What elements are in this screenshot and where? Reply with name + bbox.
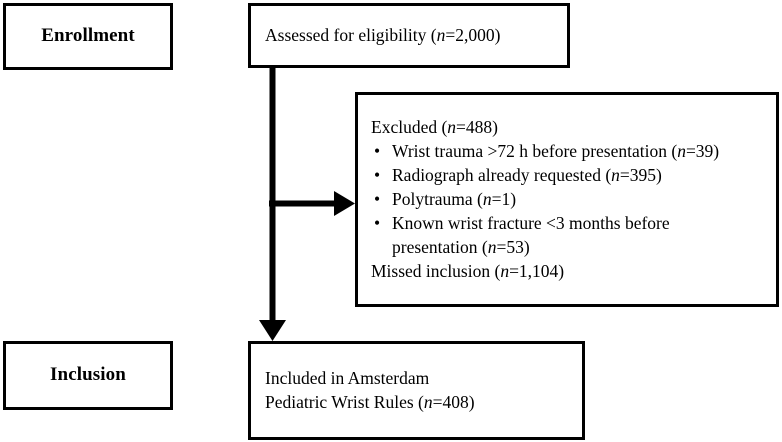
assessed-for-eligibility-text: Assessed for eligibility (n=2,000) (265, 23, 500, 47)
included-line-2-prefix: Pediatric Wrist Rules ( (265, 392, 424, 412)
excluded-item-3-line1: Known wrist fracture <3 months before (392, 213, 670, 233)
box-excluded: Excluded (n=488) •Wrist trauma >72 h bef… (355, 92, 779, 307)
bullet-icon: • (374, 213, 381, 233)
assessed-n-symbol: n (436, 25, 446, 45)
excluded-heading-prefix: Excluded ( (371, 117, 448, 137)
excluded-item-2-prefix: Polytrauma ( (392, 189, 483, 209)
stage-label-inclusion: Inclusion (50, 364, 126, 386)
stage-box-enrollment: Enrollment (3, 3, 173, 70)
bullet-icon: • (374, 141, 381, 161)
stage-label-enrollment: Enrollment (41, 25, 135, 47)
excluded-item-2-suffix: =1) (491, 189, 517, 209)
included-line-2-suffix: =408) (432, 392, 475, 412)
excluded-footer-n-symbol: n (500, 261, 510, 281)
included-line-1: Included in Amsterdam (265, 368, 430, 388)
excluded-item-3-line2-prefix: presentation ( (392, 237, 488, 257)
arrow-down-to-included (259, 320, 286, 341)
excluded-item-1-prefix: Radiograph already requested ( (392, 165, 612, 185)
excluded-item-3-n-symbol: n (487, 237, 497, 257)
list-item: • Polytrauma (n=1) (371, 187, 719, 211)
excluded-item-0-n-symbol: n (677, 141, 686, 161)
bullet-icon: • (374, 165, 381, 185)
excluded-reason-list: • Wrist trauma >72 h before presentation … (371, 139, 719, 259)
excluded-footer-suffix: =1,104) (509, 261, 565, 281)
list-item: • Wrist trauma >72 h before presentation … (371, 139, 719, 163)
box-included: Included in Amsterdam Pediatric Wrist Ru… (248, 341, 585, 440)
excluded-item-2-n-symbol: n (482, 189, 492, 209)
box-assessed-for-eligibility: Assessed for eligibility (n=2,000) (248, 3, 570, 68)
arrow-right-to-excluded (334, 191, 355, 216)
stage-box-inclusion: Inclusion (3, 341, 173, 410)
excluded-item-1-suffix: =395) (619, 165, 662, 185)
excluded-n-symbol: n (447, 117, 457, 137)
included-n-symbol: n (423, 392, 433, 412)
excluded-heading: Excluded (n=488) (371, 115, 498, 139)
excluded-footer-prefix: Missed inclusion ( (371, 261, 501, 281)
bullet-icon: • (374, 189, 381, 209)
excluded-item-0-prefix: Wrist trauma >72 h before presentation ( (392, 141, 678, 161)
excluded-footer-missed-inclusion: Missed inclusion (n=1,104) (371, 259, 564, 283)
assessed-text-suffix: =2,000) (445, 25, 501, 45)
included-line-2: Pediatric Wrist Rules (n=408) (265, 390, 475, 414)
excluded-item-3-line2: presentation (n=53) (392, 235, 719, 259)
excluded-item-3-line2-suffix: =53) (496, 237, 530, 257)
assessed-text-prefix: Assessed for eligibility ( (265, 25, 437, 45)
list-item: • Radiograph already requested (n=395) (371, 163, 719, 187)
excluded-item-1-n-symbol: n (611, 165, 620, 185)
excluded-item-0-suffix: =39) (685, 141, 720, 161)
excluded-heading-suffix: =488) (456, 117, 498, 137)
